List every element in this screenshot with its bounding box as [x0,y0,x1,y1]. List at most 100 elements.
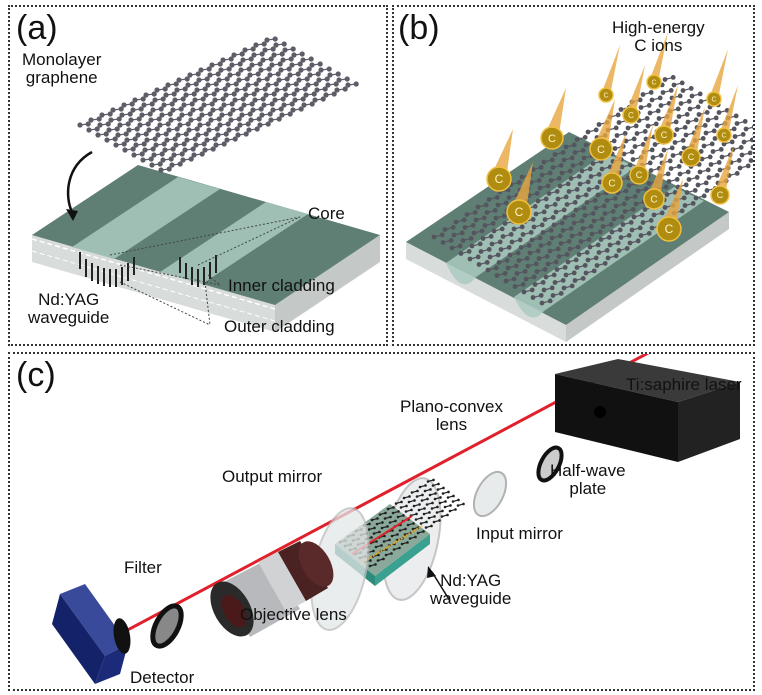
carbon-atom [402,496,406,500]
carbon-atom [288,56,294,62]
carbon-atom [547,248,553,254]
carbon-atom [577,231,583,237]
carbon-atom [171,91,177,97]
carbon-atom [258,67,264,73]
carbon-atom [575,194,581,200]
carbon-atom [556,254,562,259]
carbon-atom [666,179,672,184]
carbon-atom [174,126,180,132]
ion-symbol: C [495,172,504,186]
carbon-atom [172,97,178,103]
carbon-atom [537,185,543,191]
carbon-atom [126,127,132,133]
carbon-atom [596,250,602,255]
carbon-atom [246,66,252,72]
carbon-atom [381,521,384,524]
carbon-atom [535,198,541,204]
carbon-atom [380,526,384,530]
carbon-atom [575,244,581,250]
carbon-atom [150,107,156,113]
carbon-atom [563,272,569,278]
carbon-atom [558,163,564,168]
carbon-atom [166,127,172,133]
carbon-atom [417,508,421,512]
carbon-atom [684,190,690,195]
carbon-atom [560,228,566,233]
carbon-atom [207,111,213,117]
carbon-atom [594,263,600,268]
carbon-atom [326,66,332,72]
carbon-atom [662,205,668,210]
carbon-atom [189,101,195,107]
carbon-atom [502,221,508,226]
carbon-atom [353,81,359,87]
ion-symbol: C [608,179,615,190]
carbon-atom [562,265,568,270]
carbon-atom [695,182,701,188]
carbon-atom [506,245,512,250]
carbon-atom [668,166,674,171]
carbon-atom [686,177,692,182]
carbon-atom [322,86,328,92]
carbon-atom [237,122,243,128]
carbon-atom [721,141,727,147]
carbon-atom [210,146,216,152]
carbon-atom [256,116,262,122]
carbon-atom [595,242,601,248]
carbon-atom [204,137,210,143]
waveguide-label-line-1: Nd:YAG [440,571,502,590]
carbon-atom [650,155,656,160]
carbon-atom [280,57,286,63]
carbon-atom [183,131,189,137]
carbon-atom [558,291,564,296]
carbon-atom [695,104,701,110]
carbon-atom [169,101,175,107]
carbon-atom [594,185,600,190]
carbon-atom [302,86,308,92]
carbon-atom [448,238,454,243]
carbon-atom [531,224,537,230]
carbon-atom [303,92,309,98]
carbon-atom [550,165,556,170]
carbon-atom [658,103,664,108]
carbon-atom [99,112,105,118]
carbon-atom [431,501,434,505]
carbon-atom [501,213,507,219]
carbon-atom [193,142,199,148]
ion-trail [511,162,533,211]
carbon-atom [96,116,102,122]
substrate-side-right [566,212,729,342]
carbon-atom [170,146,176,152]
carbon-atom [158,167,164,173]
carbon-atom [236,116,242,122]
carbon-atom [739,152,745,158]
carbon-atom [646,103,652,108]
carbon-atom [325,82,331,88]
carbon-atom [166,166,172,172]
carbon-atom [300,96,306,102]
carbon-atom [571,142,577,148]
carbon-atom [308,56,314,62]
carbon-atom [477,241,483,247]
carbon-atom [629,227,635,233]
carbon-atom [268,56,274,62]
ions-label-line-1: High-energy [612,18,705,37]
carbon-atom [521,289,527,295]
substrate-top [406,132,729,325]
carbon-atom [675,106,681,112]
graphene-label: Monolayer graphene [22,51,101,87]
carbon-atom [386,507,390,511]
carbon-atom [500,234,506,239]
carbon-atom [162,147,168,153]
carbon-atom [522,269,528,274]
ion-symbol: C [665,222,674,236]
carbon-atom [147,111,153,117]
carbon-ion [716,127,732,143]
carbon-atom [211,91,217,97]
carbon-atom [509,239,515,245]
carbon-atom [529,237,535,243]
carbon-atom [254,126,260,132]
carbon-atom [374,563,377,566]
carbon-atom [534,191,540,196]
carbon-atom [173,81,179,87]
